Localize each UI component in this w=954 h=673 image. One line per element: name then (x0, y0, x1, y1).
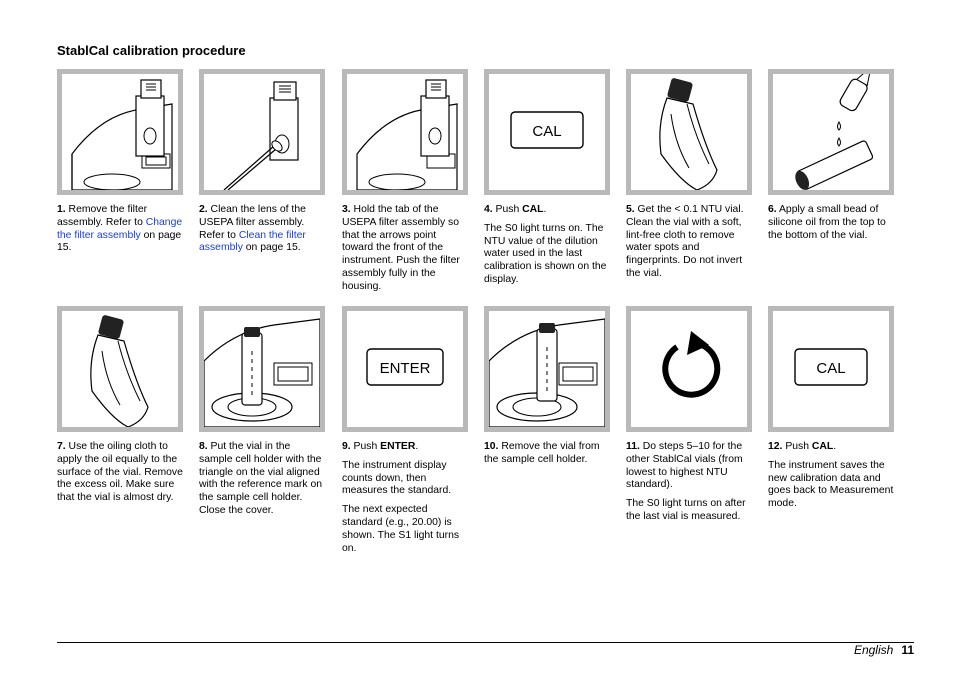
clean-filter-lens-icon (223, 81, 299, 190)
link-change-filter-assembly[interactable]: Change the filter assembly (57, 216, 183, 241)
step-12: CAL 12. Push CAL. The instrument saves t… (768, 306, 894, 517)
step-instruction: Get the < 0.1 NTU vial. Clean the vial w… (626, 204, 744, 279)
page-footer: English 11 (854, 643, 914, 657)
step-10: 10. Remove the vial from the sample cell… (484, 306, 610, 473)
instrument-filter-insert-icon (356, 79, 458, 190)
step-number: 12. (768, 441, 783, 452)
step-3: 3. Hold the tab of the USEPA filter asse… (342, 69, 468, 300)
cal-key-label: CAL (532, 123, 561, 140)
step-instruction-end: on page 15. (57, 229, 182, 254)
step-5-illustration (626, 69, 752, 195)
remove-vial-icon (489, 318, 605, 427)
step-result-2: The next expected standard (e.g., 20.00)… (342, 504, 460, 554)
key-name: CAL (811, 441, 834, 452)
step-number: 4. (484, 204, 493, 215)
step-10-text: 10. Remove the vial from the sample cell… (484, 441, 610, 467)
step-7-text: 7. Use the oiling cloth to apply the oil… (57, 441, 183, 505)
step-2: 2. Clean the lens of the USEPA filter as… (199, 69, 325, 261)
step-number: 3. (342, 204, 351, 215)
step-1: 1. Remove the filter assembly. Refer to … (57, 69, 183, 261)
step-6-illustration (768, 69, 894, 195)
vial-in-holder-icon (204, 318, 320, 427)
step-result: The S0 light turns on. The NTU value of … (484, 222, 607, 285)
step-number: 6. (768, 204, 777, 215)
step-4-text: 4. Push CAL. The S0 light turns on. The … (484, 204, 610, 287)
silicone-oil-vial-icon (795, 74, 874, 190)
page-number: 11 (901, 643, 914, 657)
step-number: 5. (626, 204, 635, 215)
step-10-illustration (484, 306, 610, 432)
step-instruction: Push (492, 204, 523, 215)
vial-with-cloth-icon (659, 78, 718, 190)
step-3-illustration (342, 69, 468, 195)
step-9-text: 9. Push ENTER. The instrument display co… (342, 441, 468, 555)
step-number: 2. (199, 204, 208, 215)
step-3-text: 3. Hold the tab of the USEPA filter asse… (342, 204, 468, 294)
key-name: ENTER (380, 441, 416, 452)
step-result: The S0 light turns on after the last via… (626, 498, 746, 522)
step-instruction-end: . (543, 204, 547, 215)
instrument-filter-remove-icon (71, 79, 173, 190)
cal-key-icon: CAL (510, 111, 584, 149)
key-name: CAL (522, 204, 544, 215)
step-instruction-end: . (833, 441, 837, 452)
step-2-illustration (199, 69, 325, 195)
step-9: ENTER 9. Push ENTER. The instrument disp… (342, 306, 468, 561)
step-11-illustration (626, 306, 752, 432)
footer-divider (57, 642, 914, 643)
enter-key-label: ENTER (380, 360, 431, 377)
step-instruction: Put the vial in the sample cell holder w… (199, 441, 323, 516)
link-clean-filter-assembly[interactable]: Clean the filter assembly (199, 229, 306, 254)
enter-key-icon: ENTER (366, 348, 444, 386)
step-8-text: 8. Put the vial in the sample cell holde… (199, 441, 325, 518)
step-12-illustration: CAL (768, 306, 894, 432)
step-instruction: Do steps 5–10 for the other StablCal via… (626, 441, 743, 491)
page-title: StablCal calibration procedure (57, 43, 246, 58)
step-number: 1. (57, 204, 66, 215)
cal-key-label: CAL (816, 360, 845, 377)
step-2-text: 2. Clean the lens of the USEPA filter as… (199, 204, 325, 255)
step-number: 11. (626, 441, 640, 452)
step-5: 5. Get the < 0.1 NTU vial. Clean the via… (626, 69, 752, 287)
step-instruction: Apply a small bead of silicone oil from … (768, 204, 886, 241)
step-8: 8. Put the vial in the sample cell holde… (199, 306, 325, 524)
step-number: 10. (484, 441, 499, 452)
repeat-arrow-icon (662, 331, 721, 398)
step-1-text: 1. Remove the filter assembly. Refer to … (57, 204, 183, 255)
step-instruction: Hold the tab of the USEPA filter assembl… (342, 204, 460, 292)
step-number: 8. (199, 441, 208, 452)
step-instruction: Use the oiling cloth to apply the oil eq… (57, 441, 183, 504)
step-4-illustration: CAL (484, 69, 610, 195)
oiling-cloth-vial-icon (90, 315, 149, 427)
step-instruction: Clean the lens of the USEPA filter assem… (199, 204, 306, 241)
step-instruction-end: . (415, 441, 419, 452)
step-instruction: Remove the vial from the sample cell hol… (484, 441, 600, 465)
step-11: 11. Do steps 5–10 for the other StablCal… (626, 306, 752, 530)
step-5-text: 5. Get the < 0.1 NTU vial. Clean the via… (626, 204, 752, 281)
step-6: 6. Apply a small bead of silicone oil fr… (768, 69, 894, 248)
step-7: 7. Use the oiling cloth to apply the oil… (57, 306, 183, 511)
step-7-illustration (57, 306, 183, 432)
step-4: CAL 4. Push CAL. The S0 light turns on. … (484, 69, 610, 293)
step-6-text: 6. Apply a small bead of silicone oil fr… (768, 204, 894, 242)
step-number: 7. (57, 441, 66, 452)
step-11-text: 11. Do steps 5–10 for the other StablCal… (626, 441, 752, 524)
step-instruction: Push (782, 441, 812, 452)
step-instruction-end: on page 15. (242, 242, 301, 254)
cal-key-icon: CAL (794, 348, 868, 386)
step-result: The instrument saves the new calibration… (768, 459, 894, 510)
step-number: 9. (342, 441, 351, 452)
step-12-text: 12. Push CAL. The instrument saves the n… (768, 441, 894, 511)
step-instruction: Remove the filter assembly. Refer to (57, 204, 148, 228)
step-1-illustration (57, 69, 183, 195)
step-9-illustration: ENTER (342, 306, 468, 432)
step-8-illustration (199, 306, 325, 432)
step-result: The instrument display counts down, then… (342, 459, 452, 497)
step-instruction: Push (350, 441, 381, 452)
footer-language: English (853, 643, 894, 657)
